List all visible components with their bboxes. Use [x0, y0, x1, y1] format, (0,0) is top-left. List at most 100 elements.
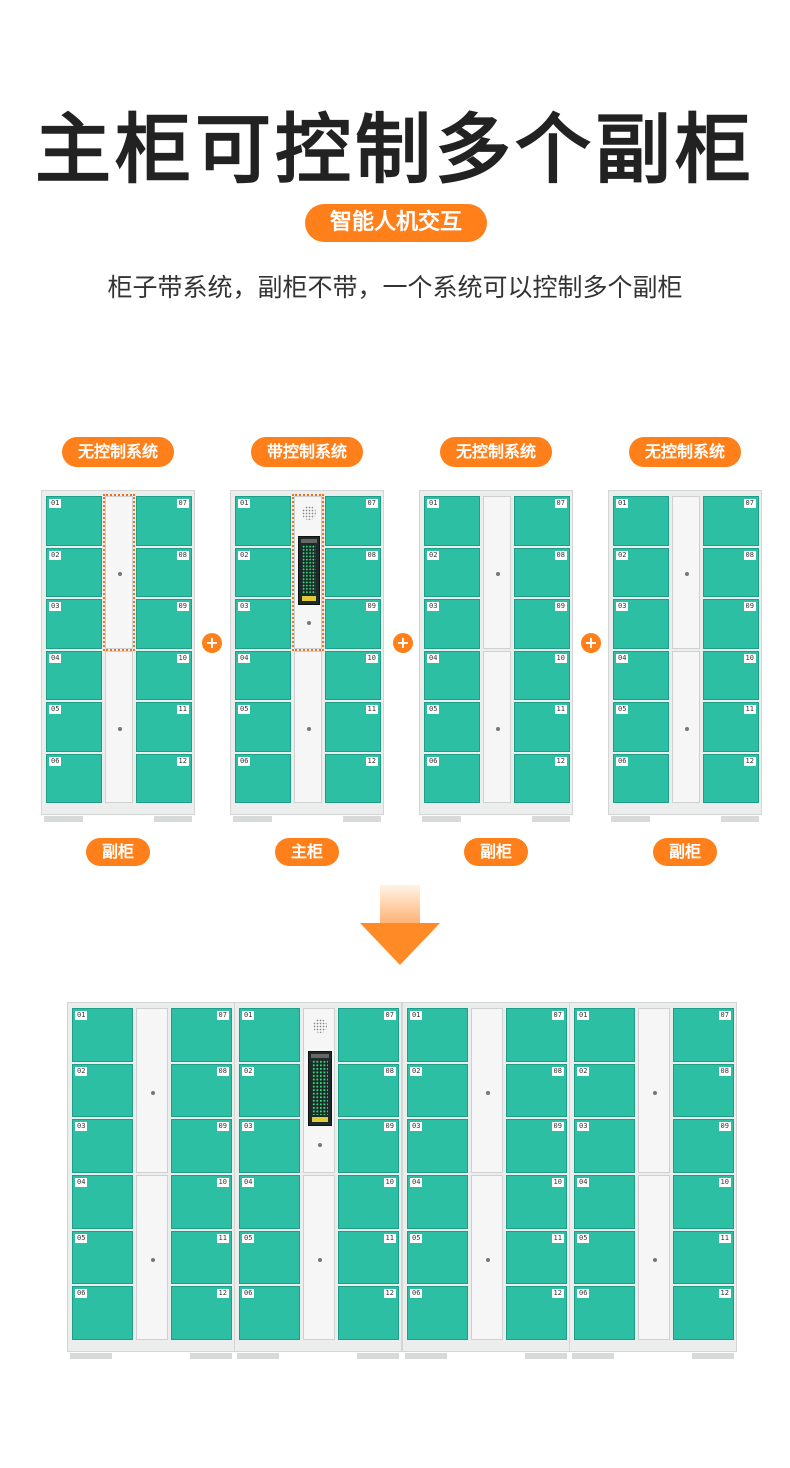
locker-door[interactable]: 10	[505, 1175, 567, 1229]
locker-door[interactable]: 11	[505, 1230, 567, 1285]
locker-door[interactable]: 12	[672, 1286, 734, 1340]
locker-door[interactable]: 08	[703, 547, 759, 597]
locker-door[interactable]: 06	[72, 1286, 134, 1340]
door-number: 03	[577, 1122, 590, 1132]
locker-door[interactable]: 04	[613, 650, 669, 700]
locker-door[interactable]: 05	[46, 702, 102, 752]
locker-door[interactable]: 05	[574, 1230, 636, 1285]
locker-door[interactable]: 02	[613, 547, 669, 597]
locker-door[interactable]: 03	[46, 599, 102, 649]
locker-door[interactable]: 05	[239, 1230, 301, 1285]
locker-door[interactable]: 09	[337, 1119, 399, 1173]
locker-door[interactable]: 04	[574, 1175, 636, 1229]
locker-door[interactable]: 04	[235, 650, 291, 700]
locker-door[interactable]: 11	[672, 1230, 734, 1285]
locker-door[interactable]: 12	[337, 1286, 399, 1340]
locker-door[interactable]: 03	[613, 599, 669, 649]
locker-door[interactable]: 04	[239, 1175, 301, 1229]
locker-door[interactable]: 03	[72, 1119, 134, 1173]
door-number: 07	[216, 1011, 229, 1020]
locker-door[interactable]: 09	[136, 599, 192, 649]
locker-door[interactable]: 05	[72, 1230, 134, 1285]
locker-door[interactable]: 11	[514, 702, 570, 752]
locker-door[interactable]: 12	[505, 1286, 567, 1340]
locker-door[interactable]: 03	[239, 1119, 301, 1173]
locker-door[interactable]: 08	[170, 1063, 232, 1118]
locker-door[interactable]: 01	[574, 1008, 636, 1062]
locker-door[interactable]: 07	[170, 1008, 232, 1062]
locker-door[interactable]: 05	[613, 702, 669, 752]
locker-door[interactable]: 11	[170, 1230, 232, 1285]
locker-door[interactable]: 12	[170, 1286, 232, 1340]
locker-door[interactable]: 06	[424, 753, 480, 803]
locker-door[interactable]: 04	[407, 1175, 469, 1229]
locker-door[interactable]: 07	[514, 496, 570, 546]
control-screen[interactable]	[307, 1050, 333, 1126]
locker-door[interactable]: 07	[505, 1008, 567, 1062]
locker-door[interactable]: 09	[170, 1119, 232, 1173]
locker-door[interactable]: 03	[235, 599, 291, 649]
locker-door[interactable]: 01	[424, 496, 480, 546]
locker-door[interactable]: 06	[613, 753, 669, 803]
locker-door[interactable]: 04	[46, 650, 102, 700]
locker-door[interactable]: 01	[407, 1008, 469, 1062]
locker-door[interactable]: 02	[46, 547, 102, 597]
locker-door[interactable]: 12	[703, 753, 759, 803]
locker-door[interactable]: 09	[703, 599, 759, 649]
locker-door[interactable]: 02	[239, 1063, 301, 1118]
locker-door[interactable]: 04	[72, 1175, 134, 1229]
locker-door[interactable]: 06	[235, 753, 291, 803]
control-screen[interactable]	[297, 535, 321, 606]
locker-door[interactable]: 11	[136, 702, 192, 752]
locker-door[interactable]: 01	[46, 496, 102, 546]
locker-door[interactable]: 02	[407, 1063, 469, 1118]
locker-door[interactable]: 08	[514, 547, 570, 597]
locker-door[interactable]: 07	[337, 1008, 399, 1062]
locker-door[interactable]: 03	[407, 1119, 469, 1173]
locker-door[interactable]: 07	[325, 496, 381, 546]
locker-door[interactable]: 11	[325, 702, 381, 752]
locker-door[interactable]: 06	[574, 1286, 636, 1340]
locker-door[interactable]: 04	[424, 650, 480, 700]
locker-door[interactable]: 08	[337, 1063, 399, 1118]
locker-door[interactable]: 08	[505, 1063, 567, 1118]
locker-door[interactable]: 01	[235, 496, 291, 546]
locker-door[interactable]: 09	[505, 1119, 567, 1173]
locker-door[interactable]: 07	[136, 496, 192, 546]
locker-door[interactable]: 11	[337, 1230, 399, 1285]
locker-door[interactable]: 05	[235, 702, 291, 752]
locker-door[interactable]: 10	[325, 650, 381, 700]
locker-door[interactable]: 10	[672, 1175, 734, 1229]
locker-door[interactable]: 02	[72, 1063, 134, 1118]
locker-door[interactable]: 06	[239, 1286, 301, 1340]
locker-door[interactable]: 02	[574, 1063, 636, 1118]
locker-door[interactable]: 10	[170, 1175, 232, 1229]
locker-door[interactable]: 08	[136, 547, 192, 597]
locker-door[interactable]: 06	[46, 753, 102, 803]
locker-door[interactable]: 10	[703, 650, 759, 700]
locker-door[interactable]: 03	[574, 1119, 636, 1173]
locker-door[interactable]: 01	[239, 1008, 301, 1062]
locker-door[interactable]: 09	[325, 599, 381, 649]
locker-door[interactable]: 09	[514, 599, 570, 649]
locker-door[interactable]: 12	[325, 753, 381, 803]
locker-door[interactable]: 12	[514, 753, 570, 803]
locker-door[interactable]: 08	[672, 1063, 734, 1118]
locker-door[interactable]: 10	[337, 1175, 399, 1229]
locker-door[interactable]: 05	[424, 702, 480, 752]
locker-door[interactable]: 07	[703, 496, 759, 546]
locker-door[interactable]: 01	[72, 1008, 134, 1062]
locker-door[interactable]: 09	[672, 1119, 734, 1173]
locker-door[interactable]: 10	[514, 650, 570, 700]
locker-door[interactable]: 01	[613, 496, 669, 546]
locker-door[interactable]: 11	[703, 702, 759, 752]
locker-door[interactable]: 08	[325, 547, 381, 597]
locker-door[interactable]: 12	[136, 753, 192, 803]
locker-door[interactable]: 07	[672, 1008, 734, 1062]
locker-door[interactable]: 10	[136, 650, 192, 700]
locker-door[interactable]: 03	[424, 599, 480, 649]
locker-door[interactable]: 02	[424, 547, 480, 597]
locker-door[interactable]: 02	[235, 547, 291, 597]
locker-door[interactable]: 05	[407, 1230, 469, 1285]
locker-door[interactable]: 06	[407, 1286, 469, 1340]
